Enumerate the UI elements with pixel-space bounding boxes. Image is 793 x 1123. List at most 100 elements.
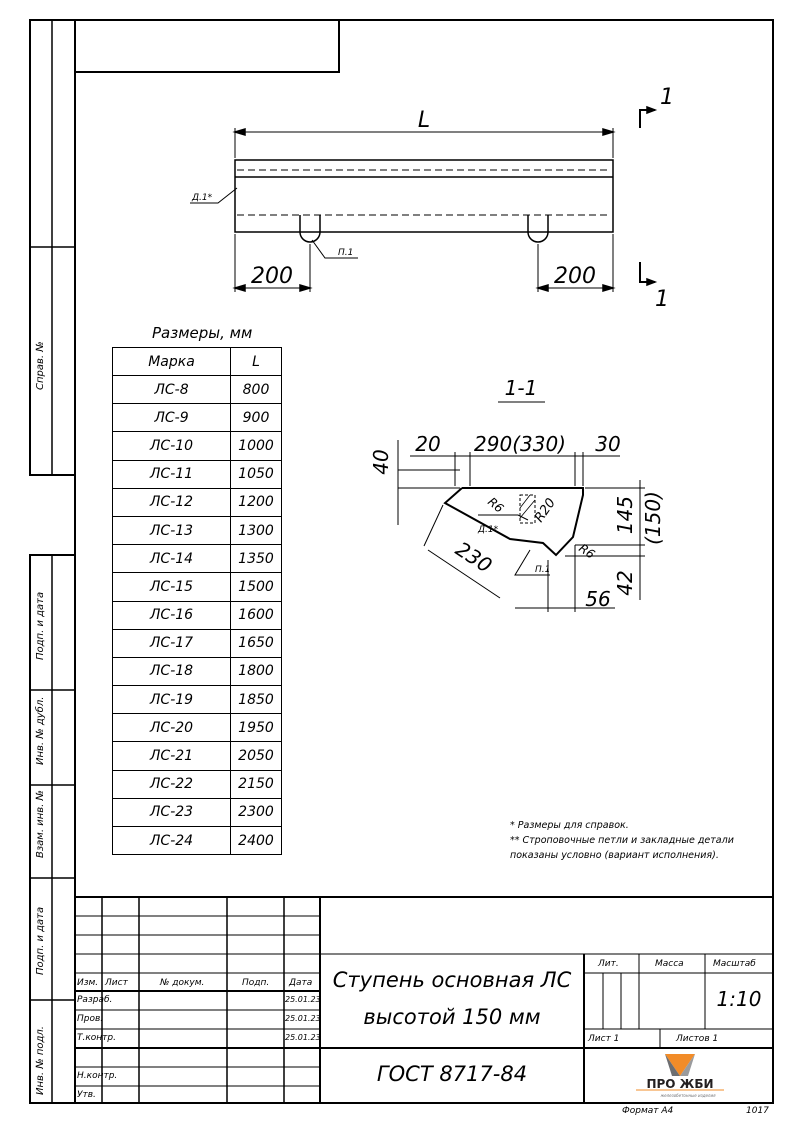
table-cell-length: 1950 <box>230 713 282 743</box>
note-line-3: показаны условно (вариант исполнения). <box>510 850 719 861</box>
table-header-L: L <box>230 347 282 376</box>
role-developer: Разраб. <box>77 995 113 1005</box>
table-cell-mark: ЛС-23 <box>112 797 231 828</box>
sheet-label: Лист 1 <box>588 1034 620 1044</box>
side-label-inv-podl: Инв. № подл. <box>35 1026 46 1095</box>
section-label-d1: Д.1* <box>477 525 499 535</box>
scale-value: 1:10 <box>716 987 762 1011</box>
notes: * Размеры для справок. ** Строповочные п… <box>510 818 734 863</box>
table-cell-length: 1050 <box>230 459 282 489</box>
role-checker: Пров. <box>77 1014 104 1024</box>
table-cell-mark: ЛС-20 <box>112 713 231 743</box>
logo-subtext: железобетонные изделия <box>660 1093 717 1098</box>
mass-label: Масса <box>655 959 684 969</box>
table-cell-mark: ЛС-19 <box>112 685 231 715</box>
table-cell-mark: ЛС-12 <box>112 487 231 517</box>
table-cell-length: 2400 <box>230 825 282 856</box>
table-cell-length: 1650 <box>230 628 282 658</box>
side-label-podp-data-2: Подп. и дата <box>35 906 46 975</box>
col-header-izm: Изм. <box>77 978 99 988</box>
label-p1: П.1 <box>338 248 353 258</box>
table-cell-mark: ЛС-24 <box>112 825 231 856</box>
side-label-vzam-inv: Взам. инв. № <box>35 790 46 858</box>
logo-text: ПРО ЖБИ <box>646 1077 713 1091</box>
table-cell-mark: ЛС-11 <box>112 459 231 489</box>
table-cell-length: 800 <box>230 374 282 405</box>
table-cell-length: 2150 <box>230 769 282 799</box>
label-d1: Д.1* <box>191 193 213 203</box>
scale-label: Масштаб <box>713 959 756 969</box>
date-developer: 25.01.23 <box>285 995 321 1004</box>
table-cell-mark: ЛС-14 <box>112 544 231 574</box>
date-checker: 25.01.23 <box>285 1014 321 1023</box>
standard-number: ГОСТ 8717-84 <box>376 1062 528 1086</box>
role-norm-control: Н.контр. <box>77 1071 118 1081</box>
table-cell-length: 1000 <box>230 431 282 461</box>
elevation-view: L 200 200 1 1 Д.1* П.1 <box>190 85 674 312</box>
section-mark-top: 1 <box>660 85 674 110</box>
table-cell-mark: ЛС-17 <box>112 628 231 658</box>
table-cell-mark: ЛС-16 <box>112 600 231 630</box>
side-label-inv-dubl: Инв. № дубл. <box>35 696 46 765</box>
dim-r6-b: R6 <box>576 541 597 562</box>
date-tech-control: 25.01.23 <box>285 1033 321 1042</box>
title-line-2: высотой 150 мм <box>363 1005 541 1029</box>
role-tech-control: Т.контр. <box>77 1033 117 1043</box>
table-header-mark: Марка <box>112 347 231 376</box>
table-cell-length: 1300 <box>230 515 282 546</box>
table-cell-length: 1600 <box>230 600 282 630</box>
side-label-sprav: Справ. № <box>35 341 46 390</box>
table-cell-mark: ЛС-10 <box>112 431 231 461</box>
table-cell-mark: ЛС-21 <box>112 741 231 771</box>
dim-42: 42 <box>613 570 637 595</box>
table-cell-length: 1850 <box>230 685 282 715</box>
section-label-p1: П.1 <box>535 565 550 575</box>
table-cell-mark: ЛС-18 <box>112 656 231 687</box>
section-title: 1-1 <box>505 376 538 400</box>
table-cell-length: 1350 <box>230 544 282 574</box>
note-line-2: ** Строповочные петли и закладные детали <box>510 835 734 846</box>
format-label: Формат А4 <box>622 1106 674 1116</box>
table-cell-length: 2050 <box>230 741 282 771</box>
table-cell-length: 900 <box>230 403 282 433</box>
table-cell-mark: ЛС-13 <box>112 515 231 546</box>
lit-label: Лит. <box>598 959 619 969</box>
sheets-label: Листов 1 <box>676 1034 719 1044</box>
title-line-1: Ступень основная ЛС <box>332 968 572 992</box>
table-cell-length: 2300 <box>230 797 282 828</box>
col-header-doc: № докум. <box>160 978 205 988</box>
sizes-table-caption: Размеры, мм <box>152 324 253 342</box>
dim-40: 40 <box>369 449 393 474</box>
table-cell-length: 1500 <box>230 572 282 602</box>
table-cell-mark: ЛС-9 <box>112 403 231 433</box>
dim-r20: R20 <box>532 496 559 526</box>
note-line-1: * Размеры для справок. <box>510 820 629 831</box>
table-cell-mark: ЛС-22 <box>112 769 231 799</box>
company-logo: ПРО ЖБИ железобетонные изделия <box>636 1054 724 1098</box>
dim-230: 230 <box>451 537 496 578</box>
col-header-list: Лист <box>105 978 128 988</box>
table-cell-length: 1200 <box>230 487 282 517</box>
drawing-code: 1017 <box>746 1106 769 1116</box>
side-label-podp-data-1: Подп. и дата <box>35 591 46 660</box>
table-cell-mark: ЛС-8 <box>112 374 231 405</box>
dim-left-200: 200 <box>251 264 293 289</box>
col-header-date: Дата <box>289 978 313 988</box>
